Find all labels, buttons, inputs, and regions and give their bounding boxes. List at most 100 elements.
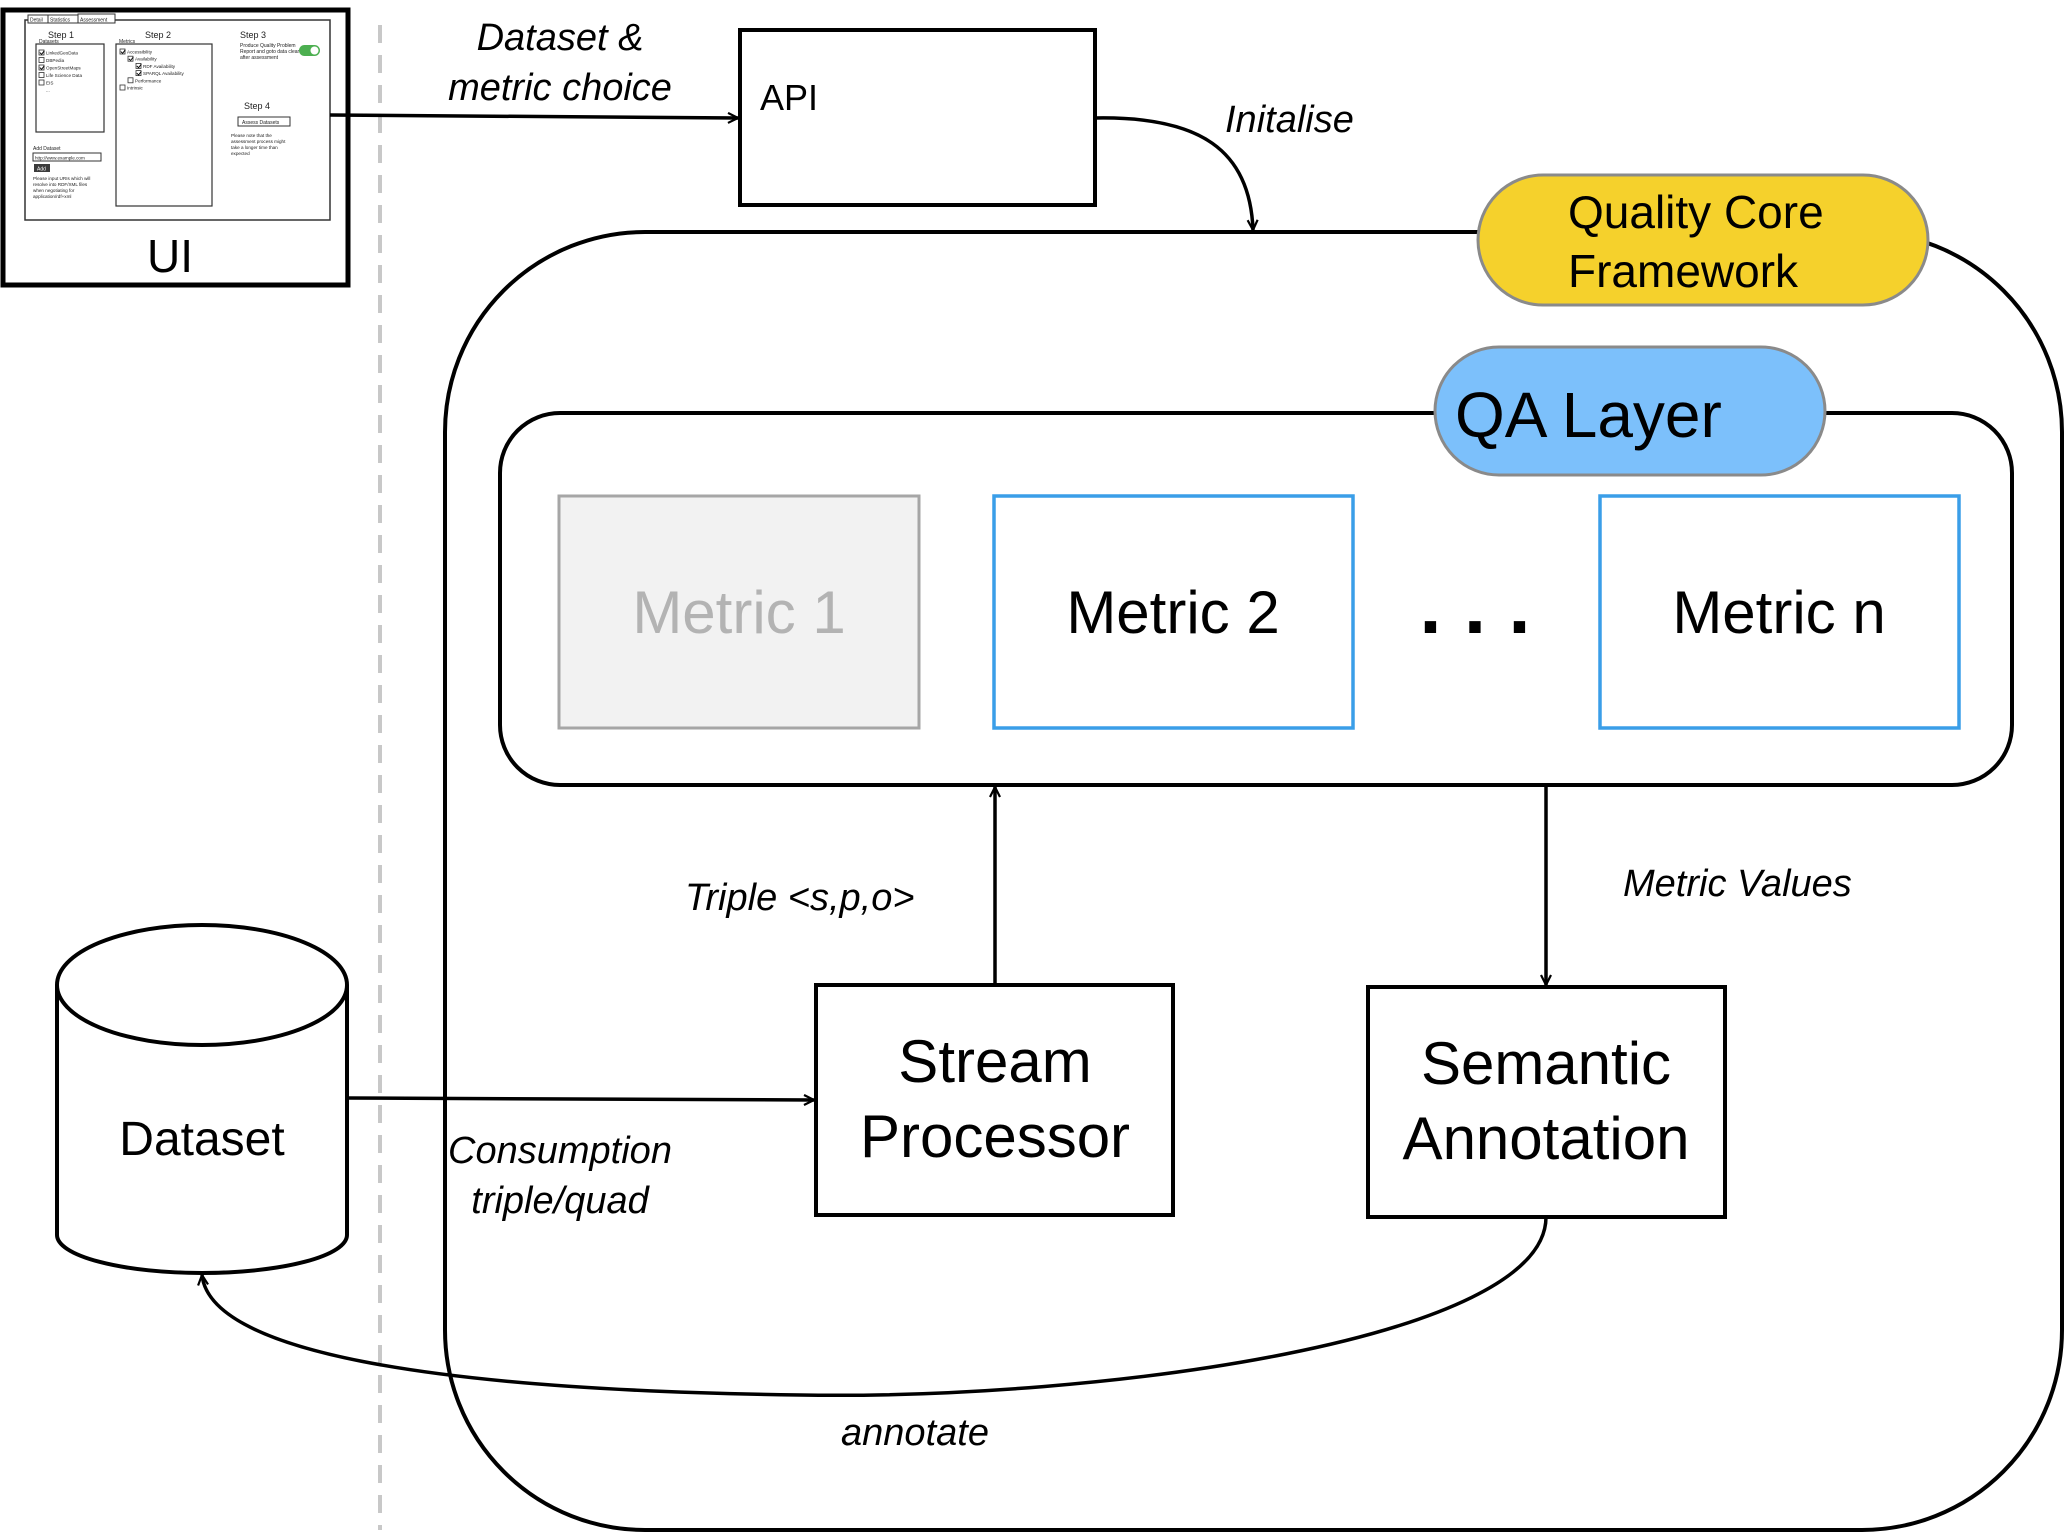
mockup-tab-assessment: Assessment [80,18,108,24]
mockup-step-1: Step 1 Datasets LinkedGeoDataDBPediaOpen… [32,30,105,199]
mockup-dataset-item: ... [46,88,50,93]
consumption-label: triple/quad [471,1180,650,1222]
consumption-label: Consumption [448,1130,672,1172]
mockup-dataset-name: DBPedia [46,58,65,63]
mockup-checkbox [127,77,134,84]
mockup-checkbox [127,55,134,62]
mockup-tab-detail: Detail [30,18,43,24]
mockup-step4-note: expected [231,151,250,156]
mockup-add-dataset-input [32,152,102,162]
mockup-checkbox [38,49,45,56]
mockup-metric-name: SPARQL Availability [143,71,184,76]
mockup-step2-title: Step 2 [145,30,171,40]
mockup-metric-item: Availability [127,55,157,62]
mockup-check-mark [39,65,45,70]
mockup-add-dataset-label: Add Dataset [33,146,61,152]
mockup-dataset-item: EIS [38,79,53,86]
mockup-note-line: application/rdf+xml [33,194,71,199]
mockup-tabs: Detail Statistics Assessment [27,13,116,24]
mockup-step1-note: Please input URIs which will resolve int… [33,176,90,199]
mockup-dataset-item: Life Science Data [38,72,82,78]
mockup-dataset-name: LinkedGeoData [46,51,78,56]
metric-1-label: Metric 1 [632,579,845,646]
mockup-checkbox [38,57,45,63]
mockup-note-line: when negotiating for [33,188,75,193]
mockup-checkbox [119,48,126,55]
mockup-step3-line: Produce Quality Problem [240,43,296,49]
mockup-step-3: Step 3 Produce Quality Problem Report an… [240,30,320,61]
ui-label: UI [147,230,193,282]
dataset-label: Dataset [119,1113,284,1166]
mockup-step-2: Step 2 Metrics AccessibilityAvailability… [115,30,213,207]
mockup-dataset-name: EIS [46,81,53,86]
dataset-metric-choice-label: Dataset & [477,17,644,59]
mockup-metric-name: Availability [135,57,157,62]
quality-core-framework-container [443,230,2064,1532]
mockup-metric-item: Performance [127,77,162,84]
mockup-add-dataset-placeholder: http://www.example.com [35,156,85,161]
mockup-step4-note: take a longer time than [231,145,278,150]
ui-to-api-arrow [329,115,738,118]
mockup-tab-statistics: Statistics [50,18,71,24]
mockup-checkbox [38,72,45,78]
stream-processor-label: Stream [898,1028,1091,1095]
ui-box: Detail Statistics Assessment Step 1 Data… [0,7,351,288]
semantic-annotation-box: Semantic Annotation [1366,985,1727,1219]
mockup-checkbox [135,63,142,69]
mockup-step3-line: after assessment [240,55,279,61]
qa-layer-container [498,411,2014,787]
dataset-metric-choice-label: metric choice [448,67,672,109]
semantic-annotation-label: Annotation [1403,1105,1690,1172]
metric-n-box: Metric n [1598,494,1961,730]
mockup-note-line: Please input URIs which will [33,176,90,181]
mockup-step4-note: assessment process might [231,139,286,144]
mockup-check-mark [128,56,134,62]
mockup-dataset-name: Life Science Data [46,73,82,78]
mockup-add-button-label: Add [37,167,46,173]
initalise-label: Initalise [1225,99,1354,141]
stream-processor-box: Stream Processor [814,983,1175,1217]
mockup-assess-button [237,116,291,127]
api-label: API [760,77,818,118]
qa-layer-label: QA Layer [1455,379,1722,451]
qa-layer-badge: QA Layer [1433,345,1827,477]
quality-core-framework-label: Quality Core [1568,186,1824,238]
mockup-assess-button-label: Assess Datasets [242,120,280,126]
quality-core-framework-badge: Quality Core Framework [1476,173,1930,307]
mockup-dataset-item: OpenStreetMaps [38,64,81,71]
mockup-toggle [299,45,320,56]
semantic-annotation-label: Semantic [1421,1030,1671,1097]
dataset-cylinder: Dataset [55,923,349,1275]
mockup-dataset-item: DBPedia [38,57,65,63]
mockup-checkbox [38,79,45,86]
mockup-dataset-name: ... [46,88,50,93]
mockup-step3-line: Report and goto data cleanup [240,49,306,55]
initalise-arrow [1094,116,1253,230]
mockup-metric-name: Performance [135,78,162,83]
mockup-dataset-name: OpenStreetMaps [46,66,81,71]
mockup-step4-title: Step 4 [244,101,270,111]
mockup-checkbox [135,70,142,76]
mockup-dataset-item: LinkedGeoData [38,49,78,56]
consumption-arrow [346,1098,814,1100]
mockup-metric-name: RDF Availability [143,64,176,69]
annotate-arrow [202,1216,1548,1398]
mockup-checkbox [119,84,126,91]
mockup-note-line: resolve into RDF/XML files [33,182,88,187]
mockup-metric-item: SPARQL Availability [135,70,184,76]
stream-processor-label: Processor [860,1103,1130,1170]
metric-values-label: Metric Values [1623,863,1852,905]
metric-2-label: Metric 2 [1066,579,1279,646]
mockup-check-mark [120,49,126,54]
metric-2-box: Metric 2 [992,494,1355,730]
triple-label: Triple <s,p,o> [685,877,915,919]
ui-mockup: Detail Statistics Assessment Step 1 Data… [24,13,331,221]
mockup-step1-title: Step 1 [48,30,74,40]
api-box: API [738,28,1097,207]
mockup-add-button [34,164,50,172]
mockup-step4-note: Please note that the [231,133,272,138]
annotate-label: annotate [841,1412,989,1454]
